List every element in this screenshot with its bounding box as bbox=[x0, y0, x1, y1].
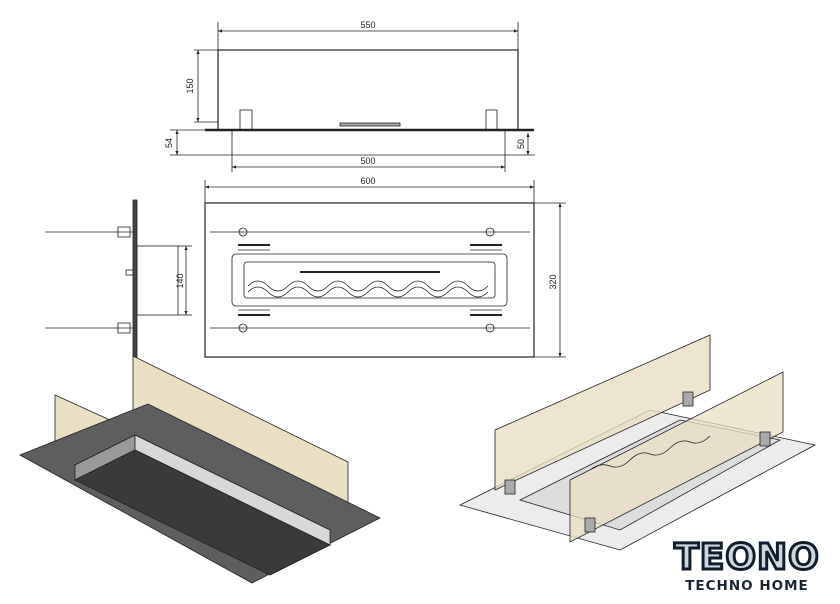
plan-view bbox=[204, 180, 566, 358]
dim-150: 150 bbox=[185, 78, 195, 93]
elevation-view bbox=[170, 22, 535, 172]
isometric-render-right bbox=[458, 334, 817, 551]
dim-550: 550 bbox=[360, 20, 375, 30]
dim-320: 320 bbox=[548, 274, 558, 289]
teono-logo: TEONO TECHNO HOME bbox=[662, 537, 832, 594]
dim-600: 600 bbox=[360, 176, 375, 186]
dim-140: 140 bbox=[175, 273, 185, 288]
dim-500: 500 bbox=[360, 156, 375, 166]
side-view bbox=[45, 199, 192, 358]
isometric-render-left bbox=[19, 355, 381, 584]
dim-50: 50 bbox=[516, 139, 526, 149]
logo-tagline: TECHNO HOME bbox=[685, 578, 809, 594]
dim-54: 54 bbox=[164, 138, 174, 148]
logo-brand: TEONO bbox=[673, 537, 820, 578]
